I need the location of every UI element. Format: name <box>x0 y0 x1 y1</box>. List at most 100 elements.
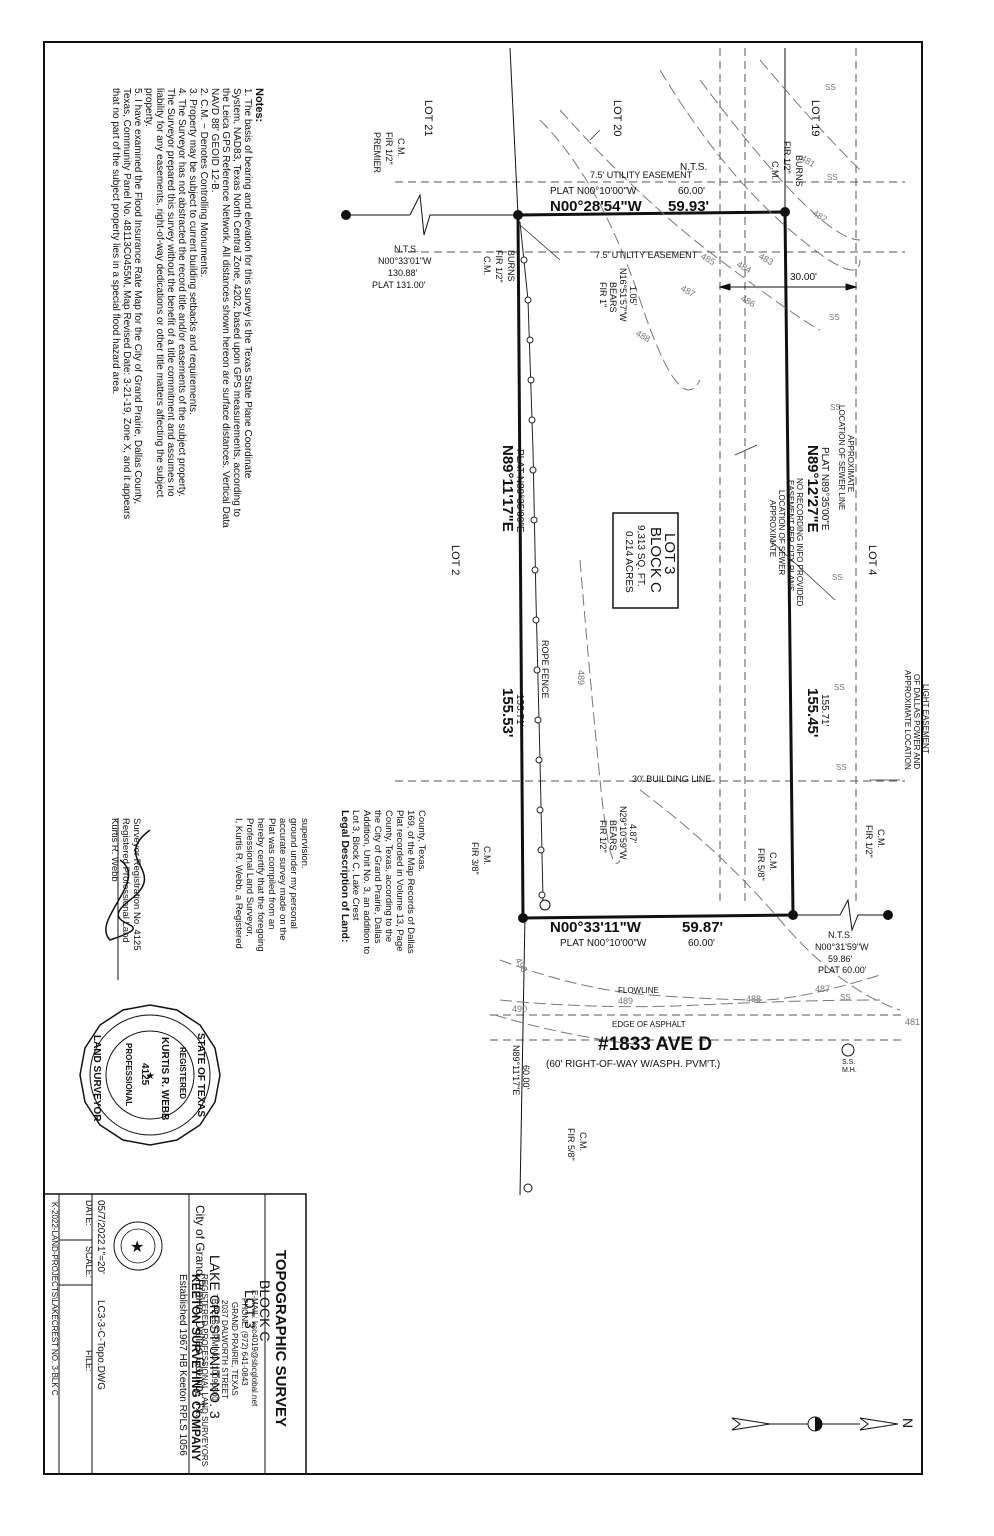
svg-text:FILE:: FILE: <box>84 1350 94 1372</box>
texas-star-icon: ★ <box>130 1239 144 1256</box>
svg-text:Addition, Unit No. 3, an addit: Addition, Unit No. 3, an addition to <box>361 810 372 954</box>
manhole-icon <box>841 1043 855 1057</box>
svg-text:4125: 4125 <box>139 1063 150 1086</box>
svg-text:C.M.: C.M. <box>396 138 406 157</box>
svg-text:APPROXIMATE: APPROXIMATE <box>768 500 777 557</box>
svg-text:489: 489 <box>618 996 633 1006</box>
monument-icon <box>883 910 893 920</box>
sewer-line-note: APPROXIMATE LOCATION OF SEWER LINE <box>837 405 855 510</box>
right-of-way-label: (60' RIGHT-OF-WAY W/ASPH. PVM'T.) <box>546 1059 720 1070</box>
svg-text:SS: SS <box>829 313 840 322</box>
note-line: The Surveyor prepared this survey withou… <box>165 88 176 497</box>
svg-text:C.M.: C.M. <box>578 1132 588 1151</box>
svg-text:Surveyor Registration No. 4125: Surveyor Registration No. 4125 <box>131 818 142 951</box>
west-line-dist: 155.53' 155.71' <box>499 688 525 737</box>
svg-text:Registered Professional Land: Registered Professional Land <box>120 818 131 943</box>
monument-icon <box>780 207 790 217</box>
east-line-dist: 155.45' 155.71' <box>804 688 830 737</box>
svg-text:N16°51'57"W: N16°51'57"W <box>618 268 628 322</box>
monument-icon <box>539 899 551 911</box>
svg-text:BURNS: BURNS <box>794 155 804 187</box>
svg-text:FIR 1/2": FIR 1/2" <box>598 820 608 853</box>
date-cell: DATE: 05/7/2022 <box>84 1200 106 1245</box>
svg-text:KURTIS R. WEBB: KURTIS R. WEBB <box>159 1037 170 1120</box>
note-line: liability for any easements, right-of-wa… <box>154 88 165 498</box>
note-line: the Leica GPS Reference Network. All dis… <box>220 88 231 528</box>
svg-text:Established 1967 HB Keeton RPL: Established 1967 HB Keeton RPLS 1056 <box>177 1274 188 1456</box>
svg-text:SS: SS <box>832 573 843 582</box>
svg-text:C.M.: C.M. <box>482 846 492 865</box>
svg-text:60.00': 60.00' <box>678 186 705 197</box>
note-line: 4. The Surveyor has not abstracted the r… <box>176 88 187 497</box>
rope-fence-label: ROPE FENCE <box>540 640 550 699</box>
svg-text:EASEMENT PER CITY PLANS: EASEMENT PER CITY PLANS <box>786 480 795 591</box>
monument-icon <box>788 910 798 920</box>
street-address: #1833 AVE D <box>598 1034 712 1055</box>
svg-text:STATE OF TEXAS: STATE OF TEXAS <box>195 1033 206 1117</box>
south-line-label: N00°33'11"W 59.87' PLAT N00°10'00"W 60.0… <box>550 919 723 949</box>
monument-58-a: C.M. FIR 5/8" <box>756 848 778 881</box>
north-line-label: PLAT N00°10'00"W 60.00' N00°28'54"W 59.9… <box>550 186 709 215</box>
svg-text:130.88': 130.88' <box>388 268 418 278</box>
dim-30-label: 30.00' <box>790 272 817 283</box>
svg-text:155.53': 155.53' <box>499 688 516 737</box>
monument-icon <box>518 913 528 923</box>
svg-text:SCALE:: SCALE: <box>84 1246 94 1278</box>
scale-cell: SCALE: 1"=20' <box>84 1246 106 1278</box>
svg-text:LOCATION OF SEWER: LOCATION OF SEWER <box>777 490 786 575</box>
fence-posts <box>520 256 546 899</box>
svg-text:155.71': 155.71' <box>514 694 525 727</box>
monument-premier: C.M. FIR 1/2" PREMIER <box>372 132 406 174</box>
lot-19-label: LOT 19 <box>809 100 821 137</box>
sewer-markers: SS SS SS SS SS SS SS SS <box>825 83 851 1002</box>
city-county: City of Grand Prairie, Dallas County, Tx… <box>193 1205 207 1417</box>
svg-text:FIR 3/8": FIR 3/8" <box>470 842 480 875</box>
lot-label-box <box>612 512 679 609</box>
file-cell: FILE: LC3-3-C-Topo.DWG <box>84 1300 106 1390</box>
svg-text:PROFESSIONAL: PROFESSIONAL <box>124 1043 133 1106</box>
svg-text:N00°31'59"W: N00°31'59"W <box>815 942 869 952</box>
svg-text:FIR 5/8": FIR 5/8" <box>566 1128 576 1161</box>
svg-text:APPROXIMATE: APPROXIMATE <box>846 435 855 492</box>
svg-text:482: 482 <box>811 208 829 224</box>
svg-text:REGISTERED PROFESSIONAL LAND S: REGISTERED PROFESSIONAL LAND SURVEYORS <box>200 1274 209 1466</box>
lot-number: LOT 3 <box>661 533 678 574</box>
notes-block: Notes: 1. The basis of bearing and eleva… <box>110 88 265 528</box>
svg-text:490: 490 <box>513 956 529 974</box>
svg-text:BEARS: BEARS <box>608 820 618 851</box>
svg-text:Professional Land Surveyor,: Professional Land Surveyor, <box>244 818 255 937</box>
svg-text:ground under my personal: ground under my personal <box>288 818 299 929</box>
svg-text:59.93': 59.93' <box>668 198 709 215</box>
leaders <box>519 129 900 781</box>
svg-text:487: 487 <box>679 283 697 299</box>
svg-text:County, Texas.: County, Texas. <box>416 810 427 872</box>
note-line: 1. The basis of bearing and elevation fo… <box>242 88 253 479</box>
svg-text:County, Texas, according to th: County, Texas, according to the <box>383 810 394 942</box>
svg-text:OF DALLAS POWER AND: OF DALLAS POWER AND <box>912 674 921 769</box>
svg-text:59.87': 59.87' <box>682 919 723 936</box>
svg-text:NO RECORDING INFO PROVIDED: NO RECORDING INFO PROVIDED <box>795 478 804 607</box>
signature <box>105 829 151 941</box>
svg-text:488: 488 <box>634 328 652 344</box>
company-info: Established 1967 HB Keeton RPLS 1056 KEE… <box>177 1274 259 1466</box>
monuments <box>341 207 893 1193</box>
svg-text:APPROXIMATE LOCATION: APPROXIMATE LOCATION <box>903 670 912 770</box>
svg-text:C.M.: C.M. <box>876 829 886 848</box>
svg-text:GRAND PRAIRIE, TEXAS: GRAND PRAIRIE, TEXAS <box>230 1302 239 1396</box>
north-label: N <box>900 1418 916 1428</box>
svg-text:accurate survey made on the: accurate survey made on the <box>277 818 288 941</box>
svg-text:488: 488 <box>746 994 761 1004</box>
svg-text:SS: SS <box>836 763 847 772</box>
svg-text:486: 486 <box>739 293 757 309</box>
project-title: LOT 3 BLOCK C <box>242 1280 273 1341</box>
svg-text:60.00': 60.00' <box>521 1065 531 1090</box>
west-line-label: N89°11'17"E PLAT N89°35'00"E <box>499 445 525 533</box>
svg-text:FIR 1/2": FIR 1/2" <box>864 825 874 858</box>
svg-text:N00°33'01"W: N00°33'01"W <box>378 256 432 266</box>
svg-text:SS: SS <box>827 173 838 182</box>
monument-burns-e: C.M. FIR 1/2" BURNS <box>770 141 804 187</box>
svg-text:FIR 1/2": FIR 1/2" <box>384 132 394 165</box>
svg-text:FIR 5/8": FIR 5/8" <box>756 848 766 881</box>
lot-21-label: LOT 21 <box>422 100 434 137</box>
svg-text:Legal Description of Land:: Legal Description of Land: <box>339 810 351 942</box>
